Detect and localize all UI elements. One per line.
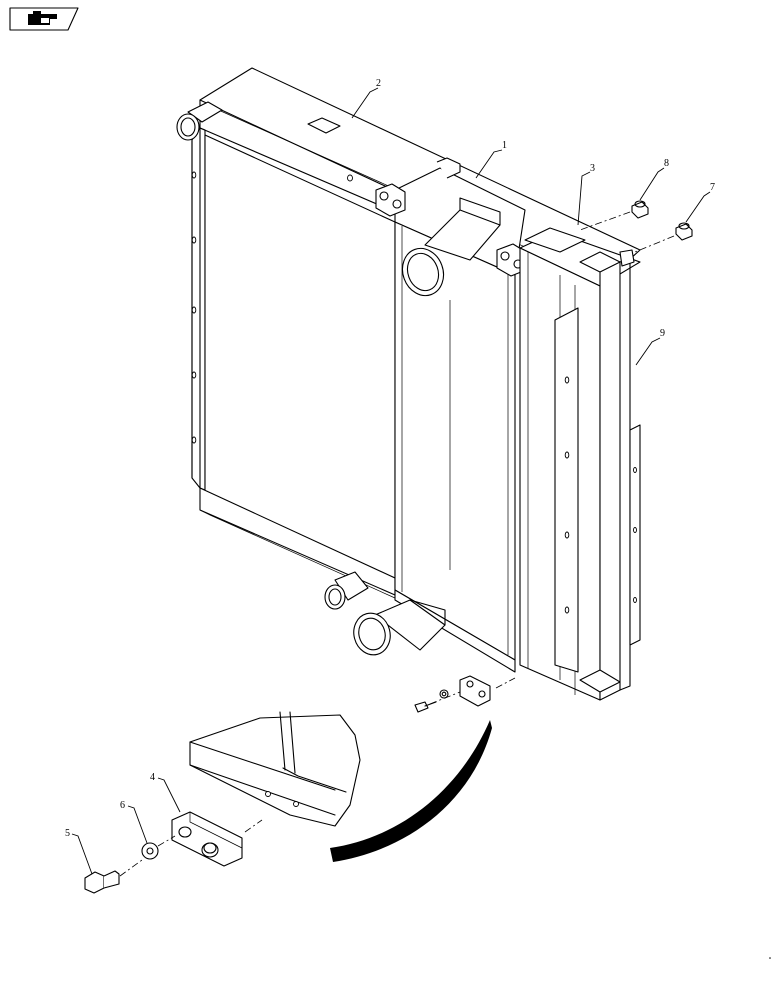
callout-1: 1 bbox=[502, 140, 507, 151]
fitting-8 bbox=[631, 200, 649, 219]
back-arrow-button[interactable] bbox=[9, 7, 79, 31]
bolt-5 bbox=[84, 870, 120, 894]
detail-view bbox=[189, 711, 492, 862]
callout-4: 4 bbox=[150, 772, 155, 783]
callout-2: 2 bbox=[376, 78, 381, 89]
fitting-7 bbox=[675, 222, 693, 241]
washer-6 bbox=[141, 842, 159, 860]
page-mark bbox=[769, 957, 771, 959]
back-arrow-icon bbox=[28, 11, 57, 25]
callout-8: 8 bbox=[664, 158, 669, 169]
callout-6: 6 bbox=[120, 800, 125, 811]
callout-7: 7 bbox=[710, 182, 715, 193]
callout-leaders bbox=[71, 87, 711, 875]
callout-5: 5 bbox=[65, 828, 70, 839]
charge-air-cooler bbox=[353, 157, 527, 673]
callout-9: 9 bbox=[660, 328, 665, 339]
bracket-4 bbox=[171, 811, 243, 867]
callout-3: 3 bbox=[590, 163, 595, 174]
oil-cooler bbox=[519, 227, 641, 701]
bottom-mount-hardware bbox=[414, 675, 516, 713]
